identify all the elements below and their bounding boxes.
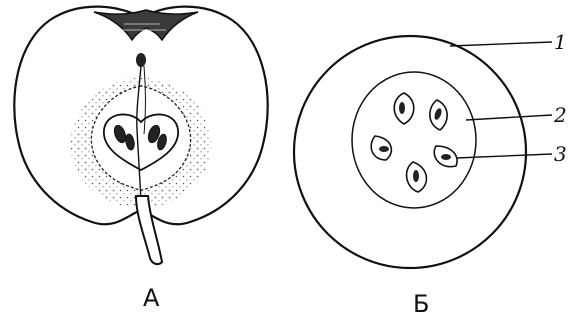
- apple-stalk: [136, 196, 162, 264]
- calyx-cavity: [94, 10, 198, 40]
- calyx-tube: [136, 53, 146, 67]
- panel-b-label: Б: [413, 290, 429, 318]
- apple-transverse-section: [294, 36, 552, 268]
- apple-outline-b: [294, 36, 526, 268]
- apple-longitudinal-section: [14, 7, 267, 264]
- panel-a-label: А: [143, 284, 159, 312]
- leader-line-1: [450, 42, 552, 46]
- leader-line-3: [456, 154, 552, 158]
- callout-1: 1: [554, 30, 567, 54]
- callout-2: 2: [554, 103, 567, 127]
- leader-line-2: [466, 115, 552, 120]
- callout-3: 3: [554, 142, 567, 166]
